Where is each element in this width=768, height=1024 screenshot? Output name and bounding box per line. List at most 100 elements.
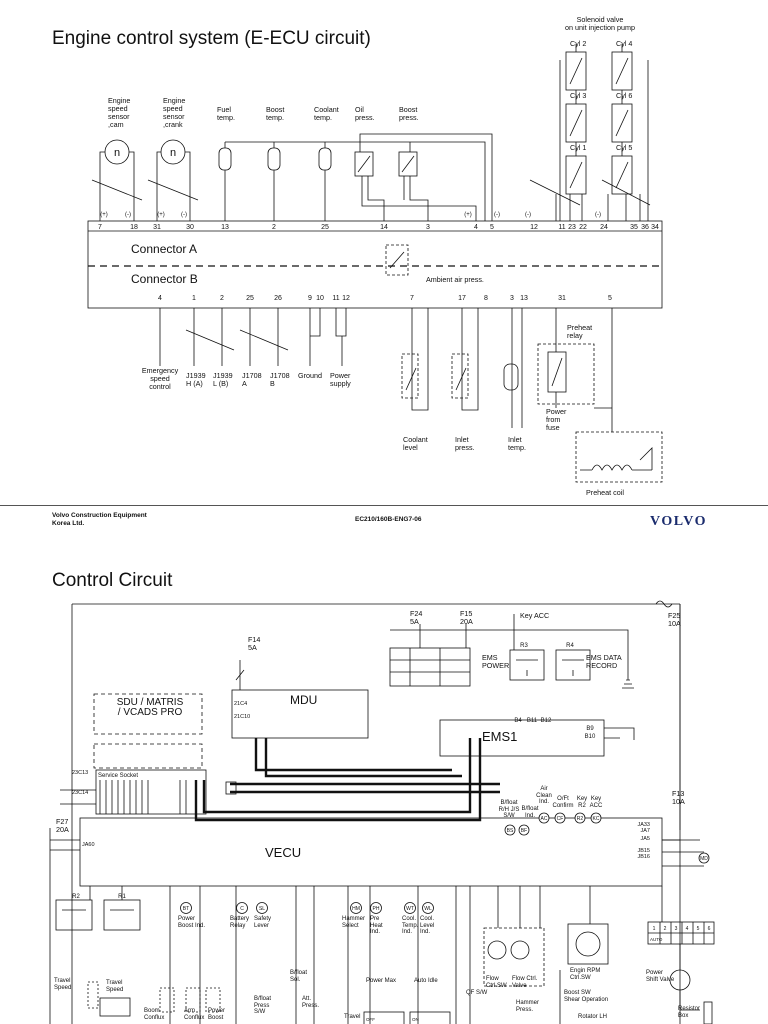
pin-a-number: 24 [600, 224, 608, 231]
sensor-label-cam: Engine speed sensor ,cam [108, 96, 131, 129]
pin-a-number: 30 [186, 224, 194, 231]
bottom-label: Boost SW Shear Operation [564, 990, 609, 1003]
indicator-code: AC [541, 816, 548, 822]
pin-a-number: 35 [630, 224, 638, 231]
relay-name: R1 [118, 894, 126, 900]
pin-a-number: 3 [426, 224, 430, 231]
relay-name: R2 [72, 894, 80, 900]
connector-b-wiring [159, 308, 663, 483]
pin-b-number: 3 [510, 295, 514, 302]
polarity-mark: (-) [525, 212, 531, 218]
indicator-code: BF [521, 828, 527, 834]
page-title-engine-control: Engine control system (E-ECU circuit) [52, 28, 371, 49]
fuse-f25-symbol [655, 600, 673, 608]
bottom-label: Power Shift Valve [646, 970, 675, 983]
bottom-label: B/float Sol. [290, 970, 308, 983]
indicator-code: PH [373, 906, 380, 912]
vecu-pin: JB15 [637, 848, 650, 854]
pin-b-number: 31 [558, 295, 566, 302]
ems1-pin: B9 [586, 726, 594, 732]
pin-a-number: 13 [221, 224, 229, 231]
vecu-pin: JA60 [82, 842, 95, 848]
polarity-mark: (-) [181, 212, 187, 218]
label-ground: Ground [298, 371, 322, 380]
pin-a-number: 12 [530, 224, 538, 231]
sensor-label-oil: Oil press. [355, 105, 375, 122]
page-title-control-circuit: Control Circuit [52, 570, 173, 591]
pin-a-number: 22 [579, 224, 587, 231]
temp-sensors [218, 141, 486, 221]
ambient-sensor-box [385, 244, 409, 276]
pin-b-number: 1 [192, 295, 196, 302]
polarity-mark: (-) [125, 212, 131, 218]
vecu-pin: JA5 [641, 836, 650, 842]
bottom-label: Boom Conflux [144, 1008, 165, 1021]
cyl-label: Cyl 3 [570, 91, 587, 100]
mdu-pin: 21C10 [234, 714, 250, 720]
shield-lines [91, 179, 199, 201]
footer-company: Volvo Construction Equipment Korea Ltd. [52, 512, 147, 527]
pin-b-number: 9 [308, 295, 312, 302]
solenoid-valves [529, 44, 651, 221]
wire-crank [156, 151, 191, 221]
sensor-label-fuel: Fuel temp. [217, 105, 235, 122]
indicator-code: CF [557, 816, 564, 822]
indicator-code: BT [183, 906, 189, 912]
indicator-code: WT [406, 906, 414, 912]
table-col: 2 [664, 926, 667, 932]
bottom-label: Arm Conflux [184, 1008, 205, 1021]
auto-idle-table [409, 1011, 451, 1024]
polarity-mark: (+) [157, 212, 165, 218]
relay-name: R4 [566, 643, 574, 649]
boom-conflux-switch [159, 987, 175, 1013]
bottom-label: Flow Ctrl.SW [486, 976, 507, 989]
indicator-lamp [404, 902, 416, 914]
footer-code: EC210/160B-ENG7-06 [355, 516, 422, 523]
vecu-pin: JA33 [637, 822, 650, 828]
mdu-box [231, 689, 369, 739]
flow-ctrl-switch [487, 940, 507, 960]
lower-label: Cool. Level Ind. [420, 916, 435, 935]
wire-cam [99, 151, 135, 221]
relay-name: R3 [520, 643, 528, 649]
pin-b-number: 26 [274, 295, 282, 302]
pin-b-number: 12 [342, 295, 350, 302]
ind-label: O/Ft Confirm [552, 796, 574, 809]
ind-label: Key R2 [576, 796, 588, 809]
lower-label: Hammer Select [342, 916, 366, 929]
pin-b-number: 25 [246, 295, 254, 302]
indicator-lamp [350, 902, 362, 914]
pin-b-number: 5 [608, 295, 612, 302]
ind-label: B/float Ind. [521, 806, 539, 819]
sensor-label-boost-temp: Boost temp. [266, 105, 285, 122]
sensor-label-crank: Engine speed sensor ,crank [163, 96, 186, 129]
fuse-label: F24 5A [410, 609, 423, 626]
label-j1939l: J1939 L (B) [213, 371, 233, 388]
cyl-label: Cyl 2 [570, 39, 587, 48]
indicator-code: R2 [577, 816, 584, 822]
relay-r1 [103, 899, 141, 931]
label-j1708b: J1708 B [270, 371, 290, 388]
bottom-label: Travel Speed [106, 980, 124, 993]
bottom-label: Hammer Press. [516, 1000, 540, 1013]
lower-label: Safety Lever [254, 916, 272, 929]
pin-a-number: 36 [641, 224, 649, 231]
engine-rpm-switch [567, 923, 609, 965]
pin-b-number: 10 [316, 295, 324, 302]
bottom-label: Travel Speed [54, 978, 72, 991]
indicator-code: WL [424, 906, 432, 912]
bottom-label: Rotator LH [578, 1014, 608, 1020]
ind-label: Key ACC [589, 796, 603, 809]
vecu-pin: JA7 [641, 828, 650, 834]
travel-table [99, 997, 131, 1017]
ecu-box [87, 220, 663, 309]
fuse-label: F14 5A [248, 635, 261, 652]
pin-a-number: 2 [272, 224, 276, 231]
polarity-mark: (-) [494, 212, 500, 218]
ems1-pin: B10 [585, 734, 596, 740]
pin-a-number: 14 [380, 224, 388, 231]
service-socket-label: Service Socket [98, 773, 139, 779]
table-col: 6 [708, 926, 711, 932]
